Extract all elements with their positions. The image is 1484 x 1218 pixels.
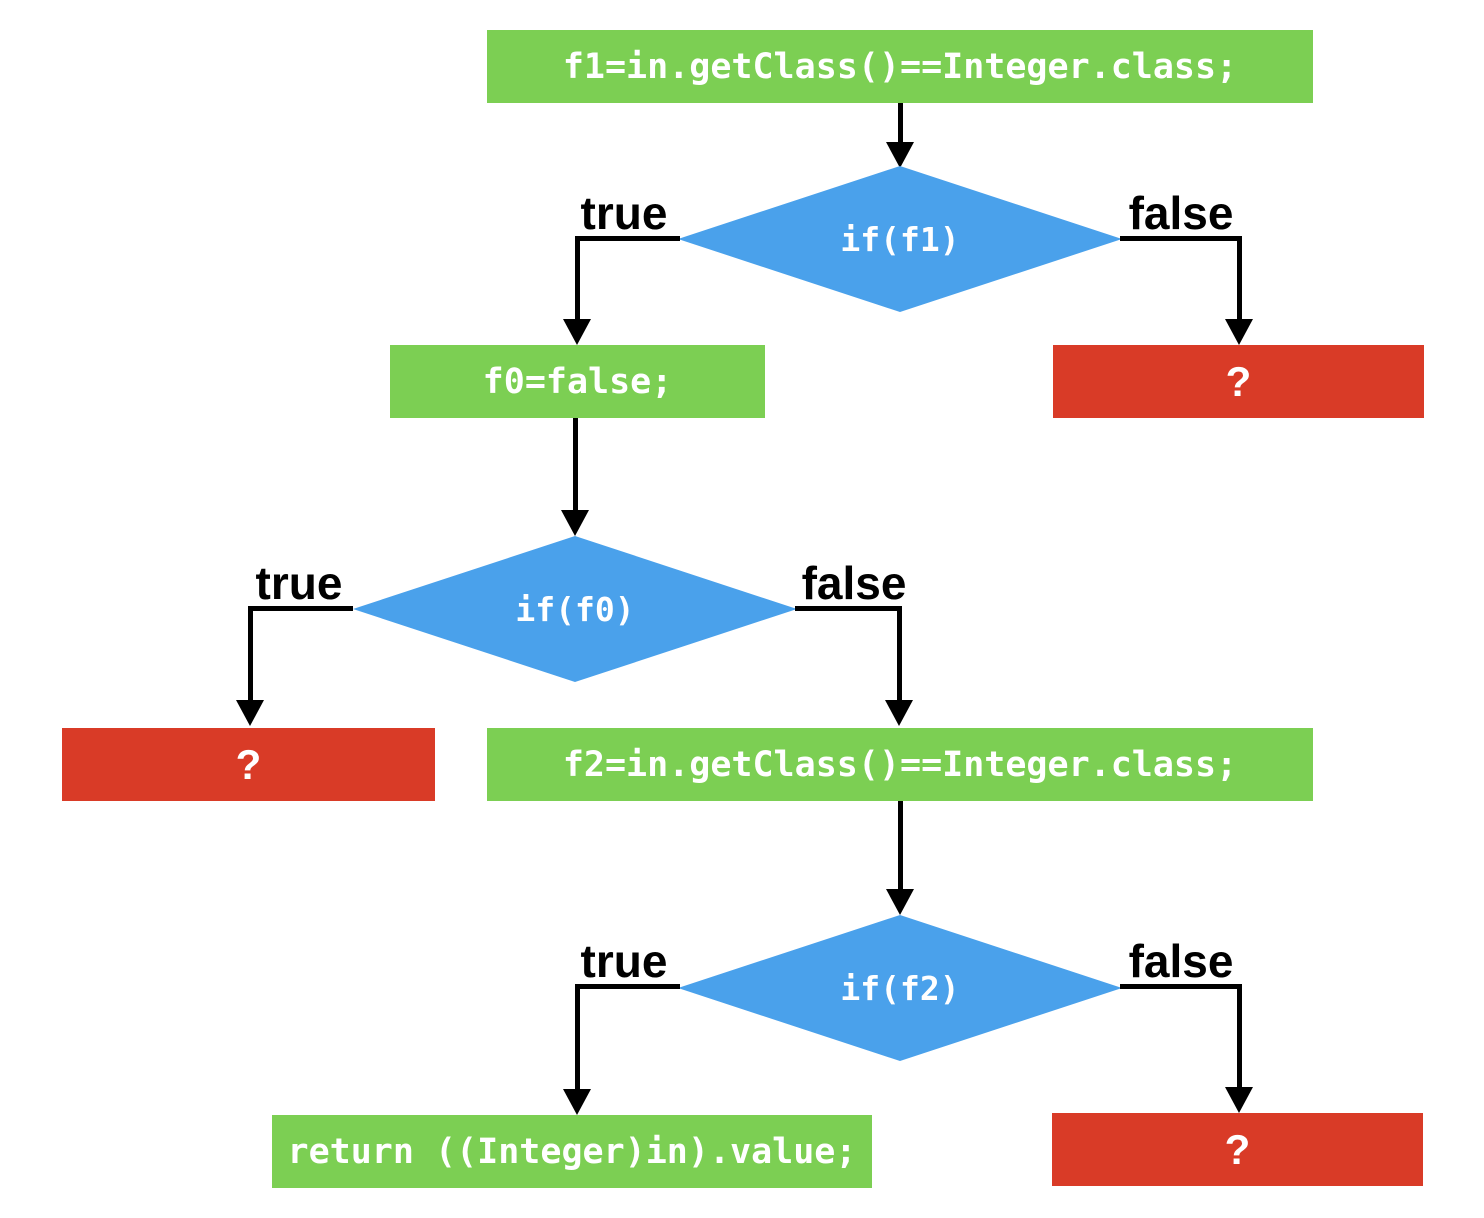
edge-d3-true-line-v <box>575 984 580 1091</box>
edge-label-d1-true: true <box>580 187 668 239</box>
edge-stmt-f2-to-d3-line <box>898 801 903 891</box>
edge-d2-true-line-h <box>248 606 353 611</box>
unknown-node-1: ? <box>1053 345 1424 418</box>
edge-d1-false-line-h <box>1120 236 1242 241</box>
edge-d2-false-line-v <box>897 606 902 702</box>
edge-d2-true-arrowhead-icon <box>236 700 264 726</box>
edge-d3-false-line-v <box>1237 984 1242 1087</box>
process-node-f0-assignment: f0=false; <box>390 345 765 418</box>
edge-stmt-f0-to-d2-arrowhead-icon <box>561 510 589 536</box>
edge-d2-false-arrowhead-icon <box>885 700 913 726</box>
process-node-return-value: return ((Integer)in).value; <box>272 1115 872 1188</box>
edge-d1-false-line-v <box>1237 236 1242 321</box>
edge-d1-false-arrowhead-icon <box>1225 319 1253 345</box>
decision-node-if-f0: if(f0) <box>353 536 797 682</box>
edge-label-d2-true: true <box>255 557 343 609</box>
edge-stmt-f0-to-d2-line <box>573 418 578 512</box>
edge-label-d2-false: false <box>801 557 907 609</box>
edge-stmt1-to-d1-arrowhead-icon <box>886 142 914 168</box>
edge-d3-false-arrowhead-icon <box>1225 1087 1253 1113</box>
edge-stmt1-to-d1-line <box>898 103 903 145</box>
edge-label-d3-true: true <box>580 935 668 987</box>
edge-d1-true-line-v <box>575 236 580 321</box>
unknown-node-2: ? <box>62 728 435 801</box>
edge-d1-true-arrowhead-icon <box>563 319 591 345</box>
unknown-node-3: ? <box>1052 1113 1423 1186</box>
edge-d3-true-arrowhead-icon <box>563 1089 591 1115</box>
process-node-f2-assignment: f2=in.getClass()==Integer.class; <box>487 728 1313 801</box>
decision-node-if-f2: if(f2) <box>678 915 1122 1061</box>
edge-stmt-f2-to-d3-arrowhead-icon <box>886 889 914 915</box>
process-node-f1-assignment: f1=in.getClass()==Integer.class; <box>487 30 1313 103</box>
edge-d3-false-line-h <box>1120 984 1242 989</box>
edge-d1-true-line-h <box>575 236 680 241</box>
edge-label-d3-false: false <box>1128 935 1234 987</box>
decision-node-if-f1: if(f1) <box>678 166 1122 312</box>
edge-d2-false-line-h <box>795 606 902 611</box>
edge-label-d1-false: false <box>1128 187 1234 239</box>
edge-d2-true-line-v <box>248 606 253 702</box>
edge-d3-true-line-h <box>575 984 680 989</box>
